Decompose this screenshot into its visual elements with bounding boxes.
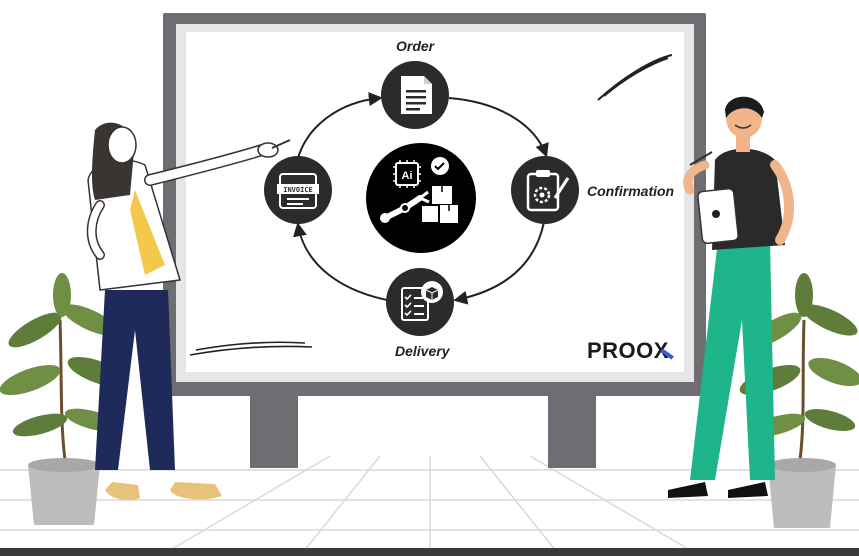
ai-robot-arm-icon: Ai — [380, 157, 458, 223]
invoice-icon-text: INVOICE — [283, 186, 313, 194]
ai-chip-text: Ai — [402, 170, 413, 182]
node-confirmation — [511, 156, 579, 224]
node-center-ai: Ai — [366, 143, 476, 253]
node-order — [381, 61, 449, 129]
step-label-delivery: Delivery — [395, 343, 450, 359]
arrow-order-to-confirmation — [448, 97, 549, 158]
billboard-leg-left — [250, 390, 298, 468]
clipboard-gear-icon — [526, 170, 570, 212]
brand-logo: PROOX — [587, 338, 669, 363]
person-presenter-left — [86, 122, 291, 500]
arrow-delivery-to-invoice — [293, 222, 388, 301]
scribble-top-right — [597, 54, 673, 101]
cycle-arrows — [293, 92, 549, 305]
apple-logo-icon — [712, 210, 720, 218]
billboard-leg-right — [548, 390, 596, 468]
arrow-invoice-to-order — [297, 92, 383, 159]
invoice-icon: INVOICE — [277, 173, 319, 209]
person-presenter-right — [668, 96, 795, 498]
scribble-bottom-left — [189, 341, 313, 356]
node-invoice: INVOICE — [264, 156, 332, 224]
document-icon — [401, 76, 432, 114]
arrow-confirmation-to-delivery — [453, 221, 545, 305]
floor-tiles — [0, 455, 859, 556]
node-delivery — [386, 268, 454, 336]
checklist-box-icon — [401, 281, 443, 321]
plant-left — [0, 273, 129, 525]
step-label-order: Order — [396, 38, 435, 54]
floor-edge — [0, 548, 859, 556]
step-label-confirmation: Confirmation — [587, 183, 675, 199]
